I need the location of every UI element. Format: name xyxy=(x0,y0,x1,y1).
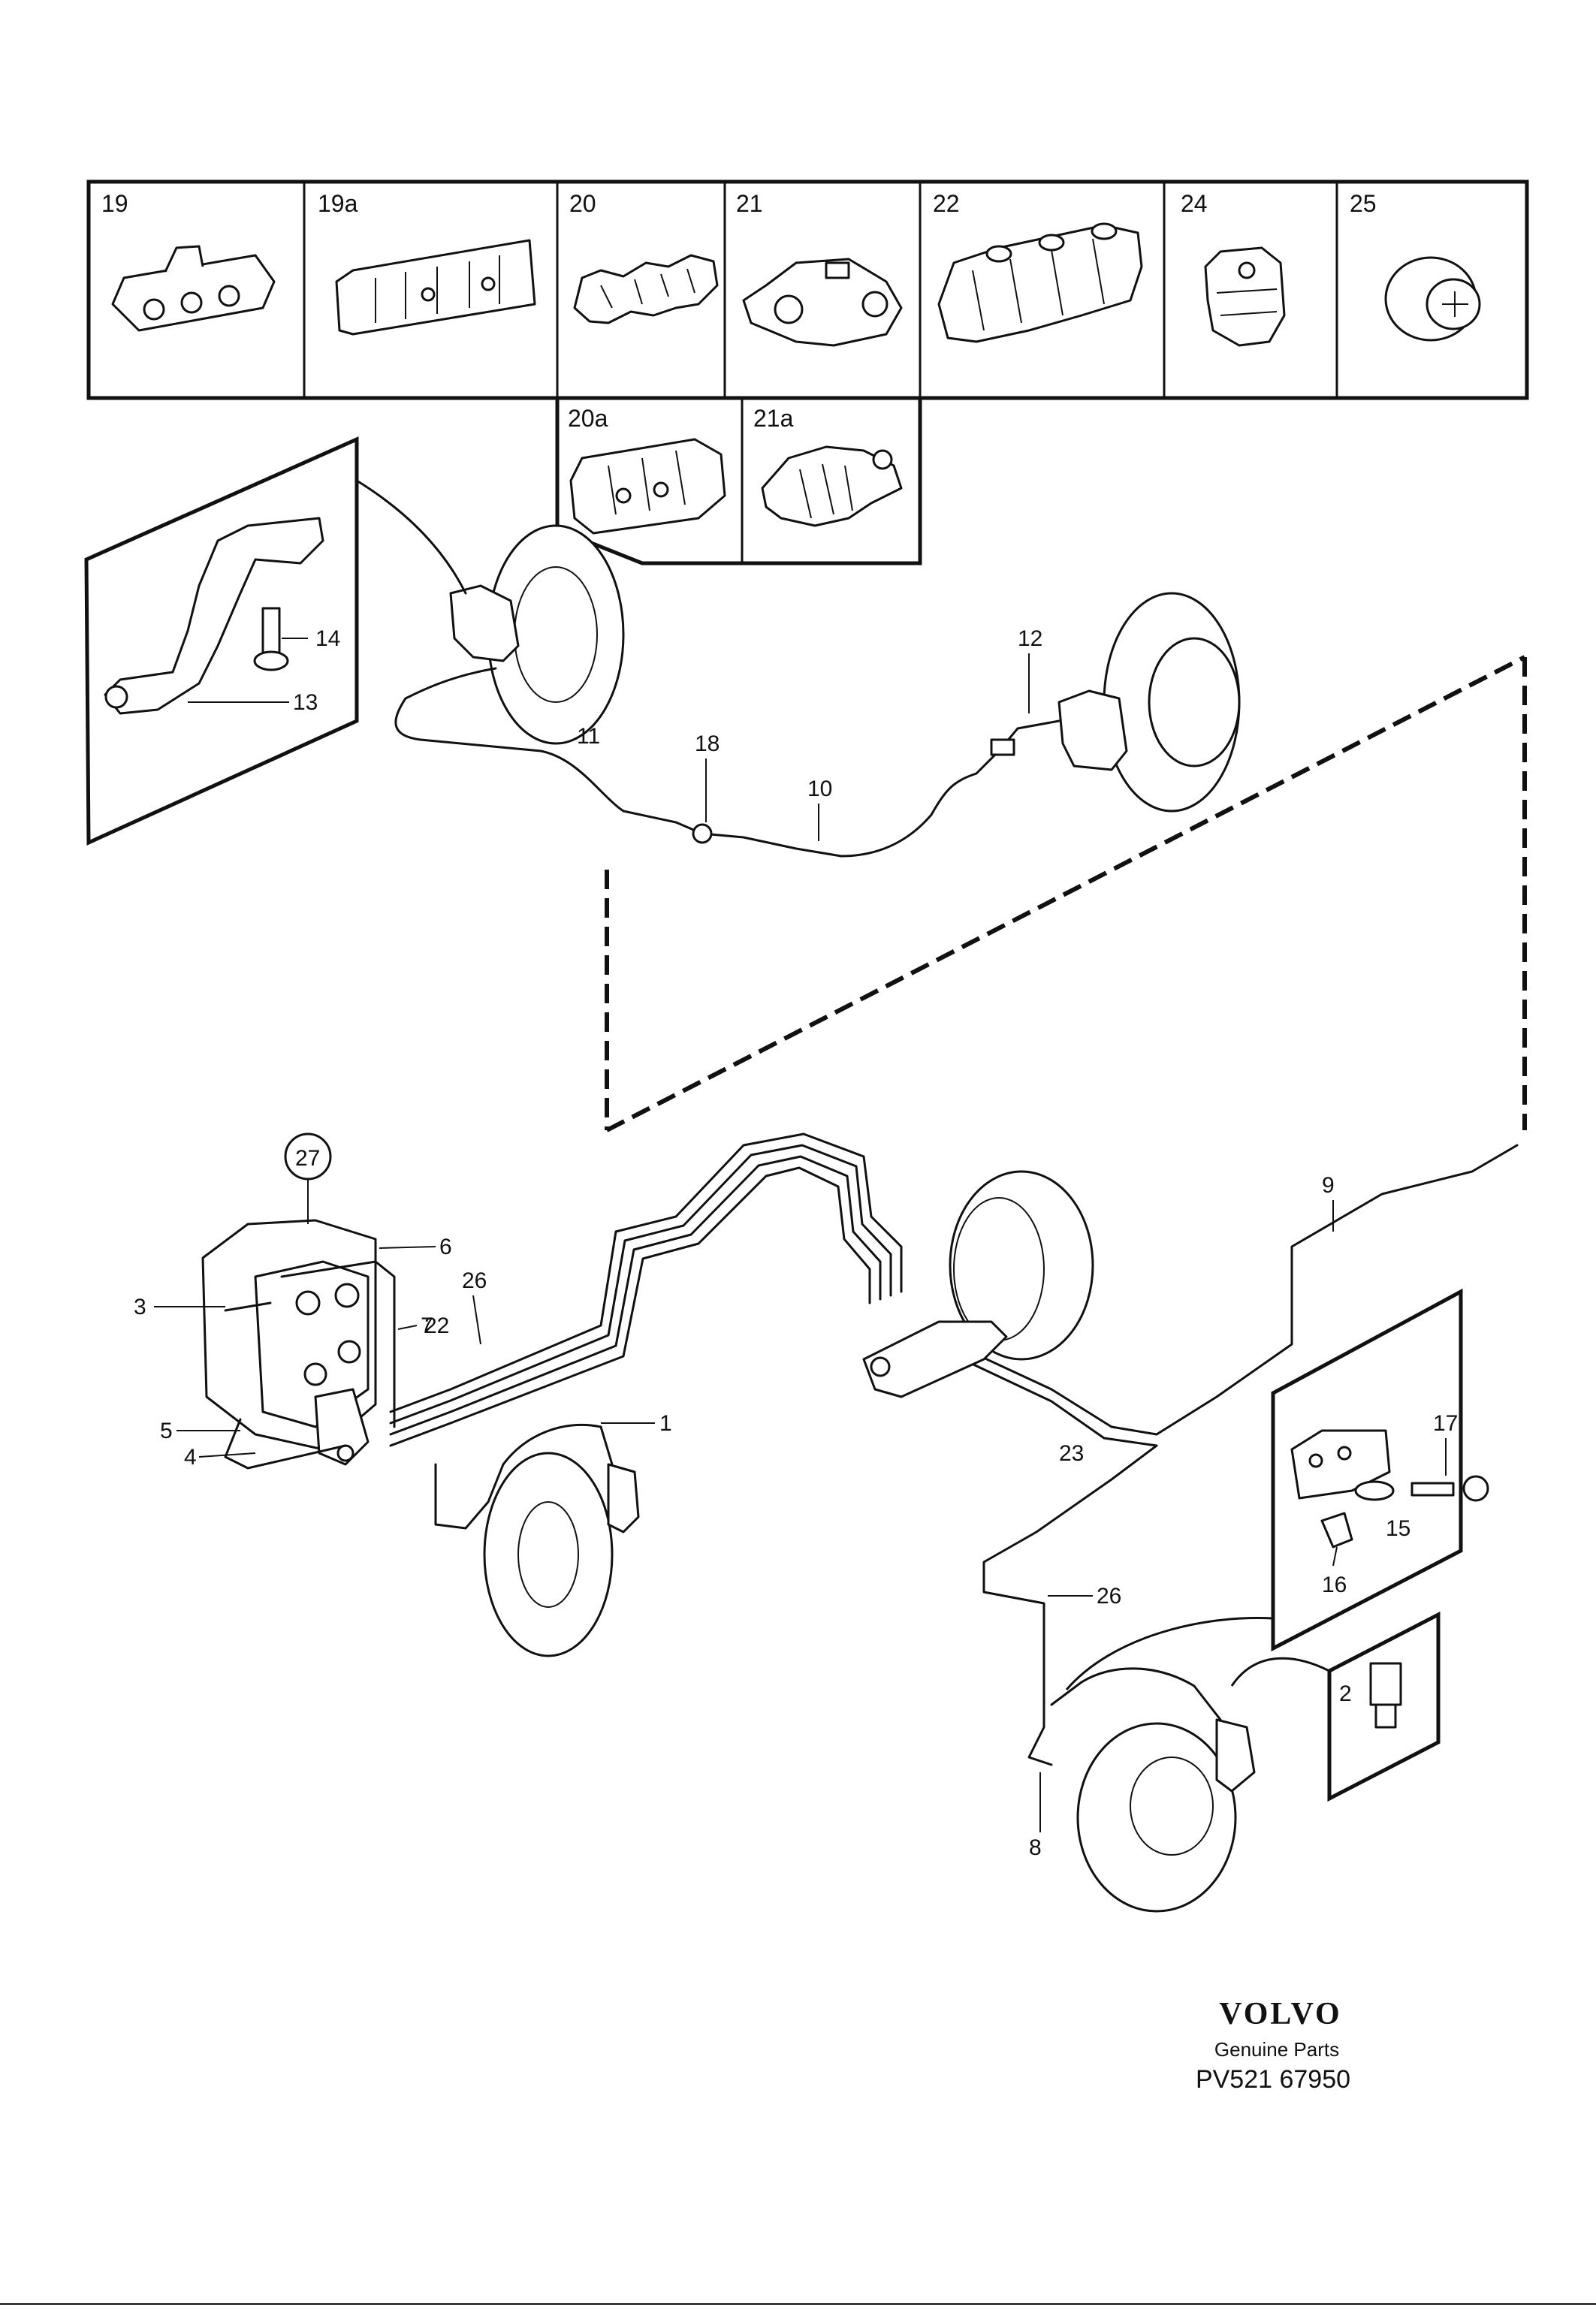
clip-21a-label: 21a xyxy=(753,405,794,432)
callout-8: 8 xyxy=(1029,1835,1042,1860)
clip-21-drawing xyxy=(742,258,903,347)
callout-3: 3 xyxy=(134,1295,146,1319)
clip-19a-drawing xyxy=(335,239,536,336)
brand-block: VOLVO Genuine Parts PV521 67950 xyxy=(1196,1997,1350,2094)
volvo-logo: VOLVO xyxy=(1219,1997,1341,2031)
master-cylinder xyxy=(862,1170,1094,1398)
clip-24-label: 24 xyxy=(1181,190,1208,217)
clip-20a-drawing xyxy=(569,438,726,535)
disc-rear-left xyxy=(434,1423,640,1657)
clip-22-label: 22 xyxy=(933,190,960,217)
clip-24-drawing xyxy=(1204,246,1286,347)
callout-16: 16 xyxy=(1322,1573,1347,1597)
brand-tagline: Genuine Parts xyxy=(1214,2038,1339,2061)
disc-rear-right xyxy=(1050,1667,1256,1913)
clip-25-drawing xyxy=(1384,256,1481,342)
callout-13: 13 xyxy=(293,690,318,715)
callout-4: 4 xyxy=(184,1445,197,1470)
clip-19-label: 19 xyxy=(101,190,128,217)
clip-19-drawing xyxy=(111,245,276,332)
callout-23: 23 xyxy=(1059,1441,1084,1466)
callout-2: 2 xyxy=(1339,1681,1352,1706)
callout-9: 9 xyxy=(1322,1173,1335,1198)
clip-21a-drawing xyxy=(761,445,903,527)
clip-22-drawing xyxy=(937,222,1143,343)
main-brake-lines xyxy=(389,1132,1519,1766)
clip-25-label: 25 xyxy=(1350,190,1377,217)
clip-20a-label: 20a xyxy=(568,405,608,432)
disc-front-upper-right xyxy=(1057,592,1241,813)
callout-15: 15 xyxy=(1386,1516,1410,1541)
part-code: PV521 67950 xyxy=(1196,2065,1350,2094)
abs-unit xyxy=(201,1219,396,1470)
callout-12: 12 xyxy=(1018,626,1042,651)
clip-19a-label: 19a xyxy=(318,190,358,217)
clip-catalog: 19 19a 20 21 22 24 25 20a 21a xyxy=(86,179,1529,565)
fitting-inset xyxy=(1327,1611,1441,1802)
callout-14: 14 xyxy=(315,626,340,651)
disc-front-upper-left xyxy=(355,479,625,745)
callout-17: 17 xyxy=(1433,1411,1458,1436)
callout-26-left: 26 xyxy=(462,1268,487,1293)
clip-21-label: 21 xyxy=(736,190,763,217)
brake-pipe-upper xyxy=(394,667,1060,858)
callout-7-visible: 7 xyxy=(421,1313,433,1338)
clip-20-drawing xyxy=(573,254,719,324)
callout-5: 5 xyxy=(160,1419,173,1443)
clip-20-label: 20 xyxy=(569,190,596,217)
bracket-inset xyxy=(84,436,359,846)
callout-6: 6 xyxy=(439,1235,452,1259)
callout-10: 10 xyxy=(807,777,832,801)
bracket-right-inset xyxy=(1271,1288,1489,1652)
callout-1: 1 xyxy=(659,1411,672,1436)
callout-22: 22 xyxy=(424,1313,449,1338)
callout-27: 27 xyxy=(295,1146,320,1171)
callout-11: 11 xyxy=(577,724,600,749)
dashed-frame xyxy=(605,655,1527,1132)
callout-18: 18 xyxy=(695,731,720,756)
callout-26-right: 26 xyxy=(1097,1584,1121,1609)
